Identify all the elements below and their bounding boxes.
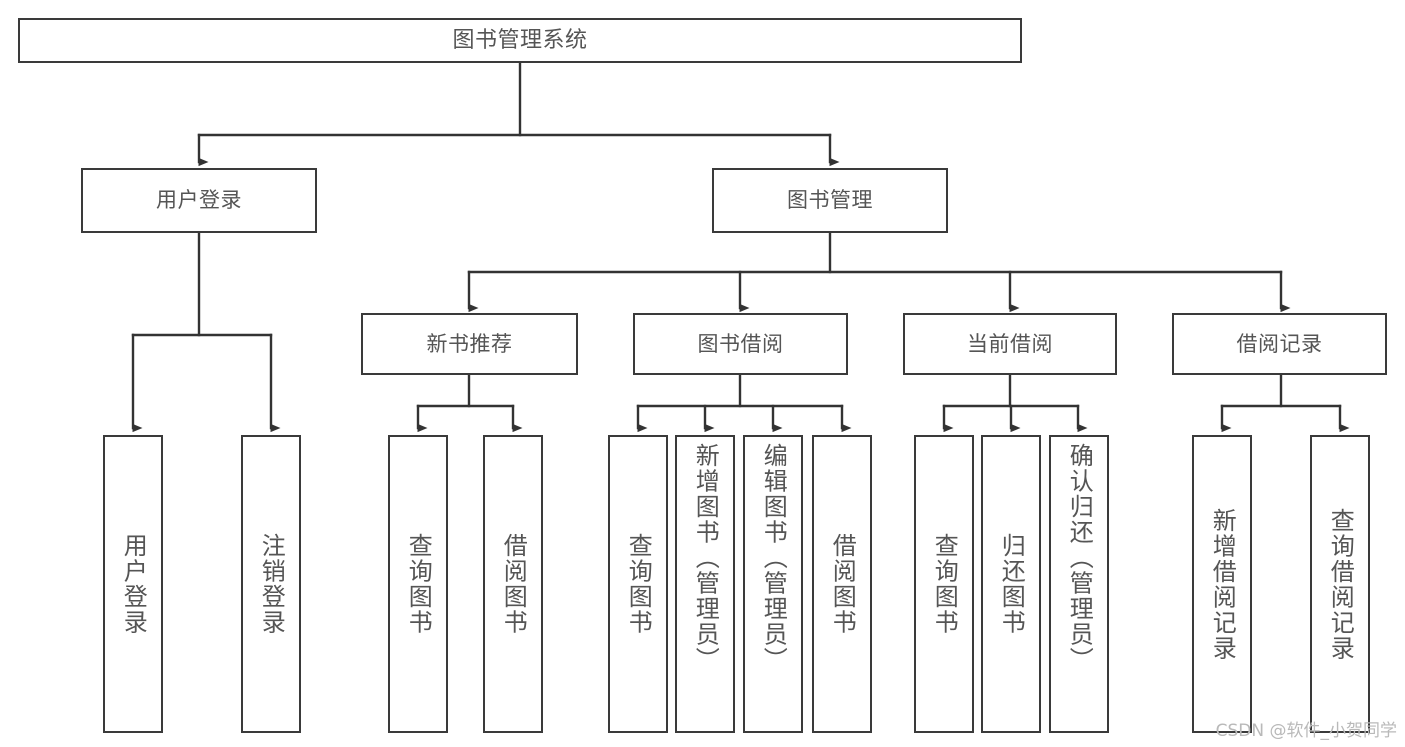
leaf-cb-return-book[interactable]: 归还图书 — [981, 435, 1041, 733]
leaf-logout-label: 注销登录 — [257, 533, 286, 635]
leaf-bb-borrow-book[interactable]: 借阅图书 — [812, 435, 872, 733]
node-user-login[interactable]: 用户登录 — [81, 168, 317, 233]
leaf-user-login-label: 用户登录 — [119, 533, 148, 635]
leaf-bb-add-book[interactable]: 新增图书（管理员） — [675, 435, 735, 733]
node-current-borrow[interactable]: 当前借阅 — [903, 313, 1117, 375]
node-new-book-recommend-label: 新书推荐 — [426, 331, 513, 356]
leaf-bb-query-book[interactable]: 查询图书 — [608, 435, 668, 733]
leaf-br-query-record[interactable]: 查询借阅记录 — [1310, 435, 1370, 733]
leaf-br-add-record-label: 新增借阅记录 — [1208, 507, 1237, 661]
node-borrow-record-label: 借阅记录 — [1236, 331, 1323, 356]
watermark: CSDN @软件_小贺同学 — [1215, 721, 1397, 741]
node-user-login-label: 用户登录 — [156, 188, 242, 213]
node-book-manage-label: 图书管理 — [787, 188, 873, 213]
leaf-cb-return-book-label: 归还图书 — [997, 533, 1026, 635]
leaf-user-login[interactable]: 用户登录 — [103, 435, 163, 733]
node-root[interactable]: 图书管理系统 — [18, 18, 1022, 63]
leaf-nb-borrow-book-label: 借阅图书 — [499, 533, 528, 635]
node-book-manage[interactable]: 图书管理 — [712, 168, 948, 233]
leaf-bb-borrow-book-label: 借阅图书 — [828, 533, 857, 635]
leaf-cb-query-book[interactable]: 查询图书 — [914, 435, 974, 733]
leaf-nb-query-book[interactable]: 查询图书 — [388, 435, 448, 733]
leaf-bb-edit-book[interactable]: 编辑图书（管理员） — [743, 435, 803, 733]
leaf-nb-query-book-label: 查询图书 — [404, 533, 433, 635]
leaf-br-add-record[interactable]: 新增借阅记录 — [1192, 435, 1252, 733]
leaf-br-query-record-label: 查询借阅记录 — [1326, 507, 1355, 661]
leaf-cb-query-book-label: 查询图书 — [930, 533, 959, 635]
leaf-logout[interactable]: 注销登录 — [241, 435, 301, 733]
node-borrow-record[interactable]: 借阅记录 — [1172, 313, 1387, 375]
leaf-bb-add-book-label: 新增图书（管理员） — [691, 443, 720, 673]
node-current-borrow-label: 当前借阅 — [967, 331, 1053, 356]
leaf-nb-borrow-book[interactable]: 借阅图书 — [483, 435, 543, 733]
leaf-bb-query-book-label: 查询图书 — [624, 533, 653, 635]
leaf-cb-confirm-return-label: 确认归还（管理员） — [1065, 443, 1094, 673]
leaf-bb-edit-book-label: 编辑图书（管理员） — [759, 443, 788, 673]
node-book-borrow-label: 图书借阅 — [697, 331, 784, 356]
node-root-label: 图书管理系统 — [452, 27, 588, 53]
leaf-cb-confirm-return[interactable]: 确认归还（管理员） — [1049, 435, 1109, 733]
node-book-borrow[interactable]: 图书借阅 — [633, 313, 848, 375]
node-new-book-recommend[interactable]: 新书推荐 — [361, 313, 578, 375]
